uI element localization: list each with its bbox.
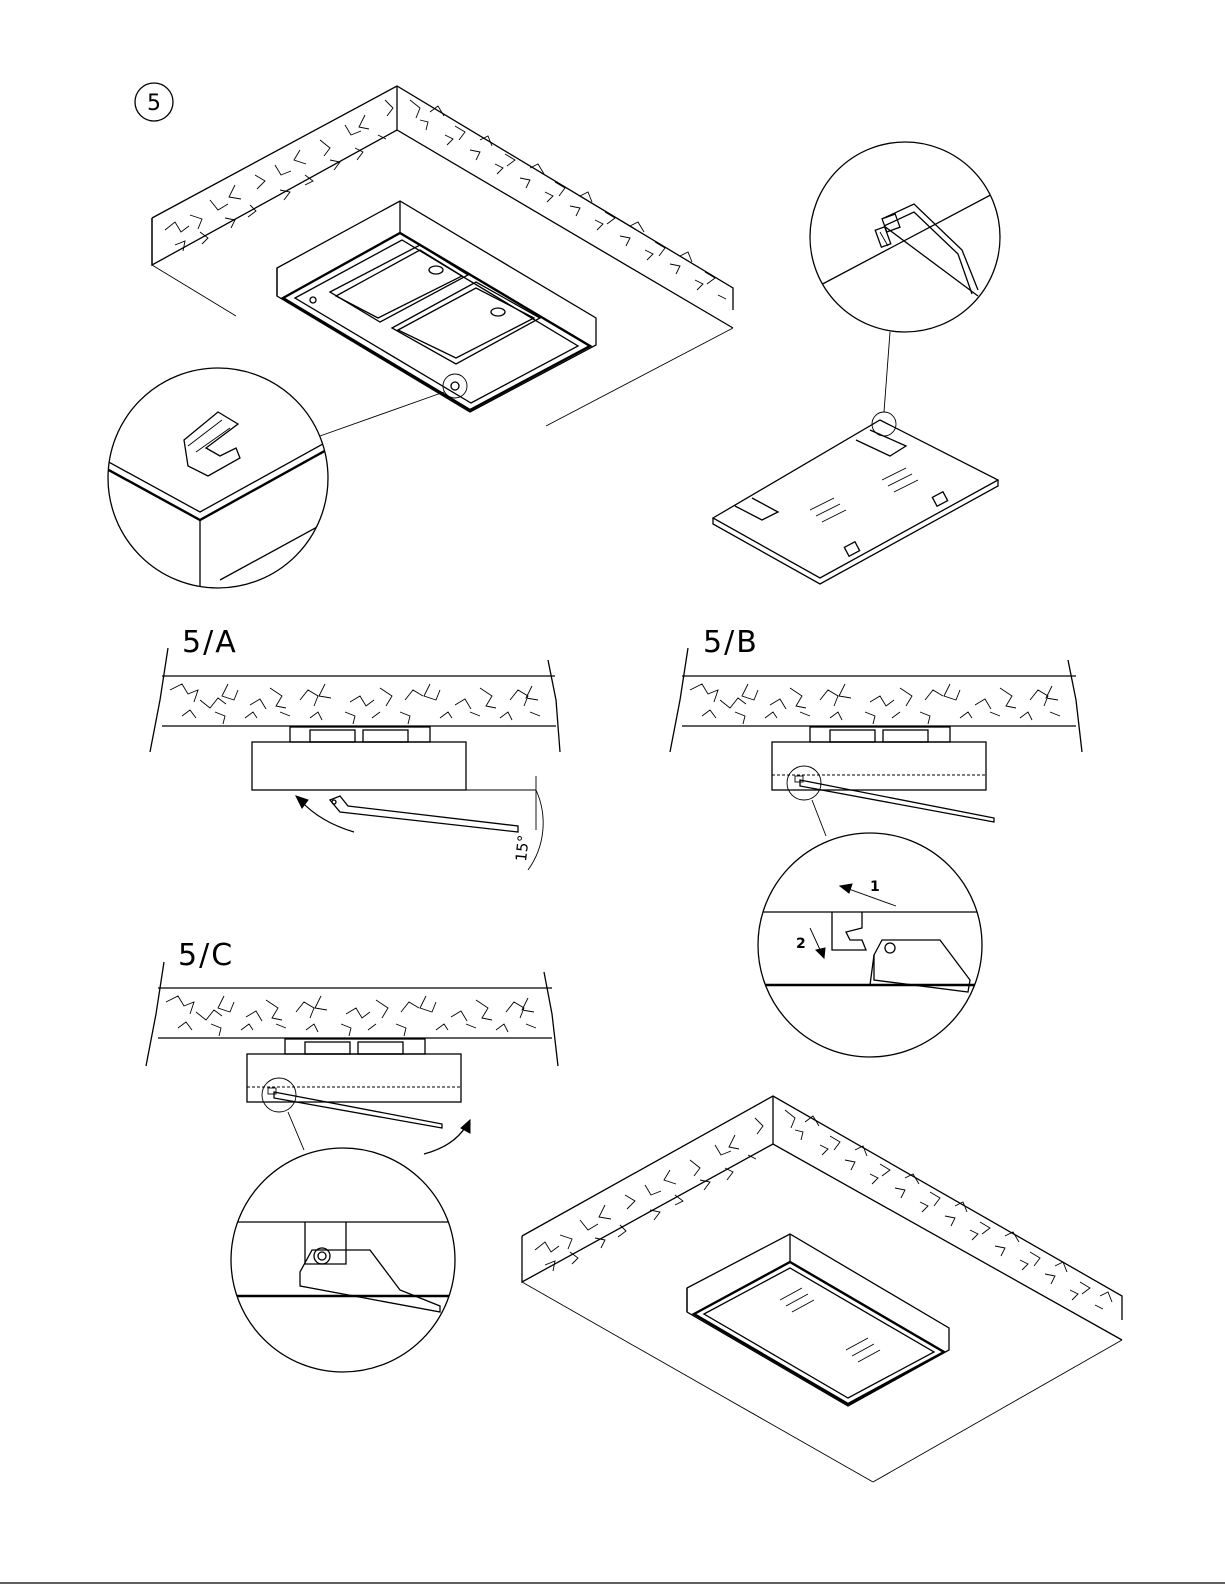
panel-label-5c: 5/C [178, 938, 234, 973]
panel-label-5a: 5/A [182, 625, 238, 660]
arrow-label-1: 1 [870, 879, 880, 895]
installed-frame [687, 1234, 949, 1406]
detail-hook-sequence: 1 2 [755, 833, 985, 1057]
frame-box [277, 201, 596, 412]
panel-label-5b: 5/B [703, 625, 759, 660]
detail-hook-corner [105, 368, 330, 600]
detail-hook-engaged [228, 1148, 460, 1372]
concrete-section-texture [690, 684, 1060, 724]
detail-bolt-plate [810, 142, 1000, 436]
arrow-label-2: 2 [796, 936, 806, 952]
panel-5a: 5/A 15° [150, 625, 560, 870]
panel-5c: 5/C [146, 938, 558, 1154]
ceiling-overview-bottom [522, 1096, 1122, 1482]
angle-label: 15° [512, 834, 533, 862]
concrete-texture [535, 1110, 1112, 1309]
ceiling-overview-top [152, 86, 733, 436]
concrete-texture [165, 100, 726, 299]
step-number-badge: 5 [135, 83, 173, 121]
step-number: 5 [147, 91, 161, 116]
concrete-section-texture [170, 684, 540, 724]
concrete-section-texture [166, 996, 536, 1036]
mounting-plate [713, 420, 998, 584]
panel-5b: 5/B [670, 625, 1082, 836]
